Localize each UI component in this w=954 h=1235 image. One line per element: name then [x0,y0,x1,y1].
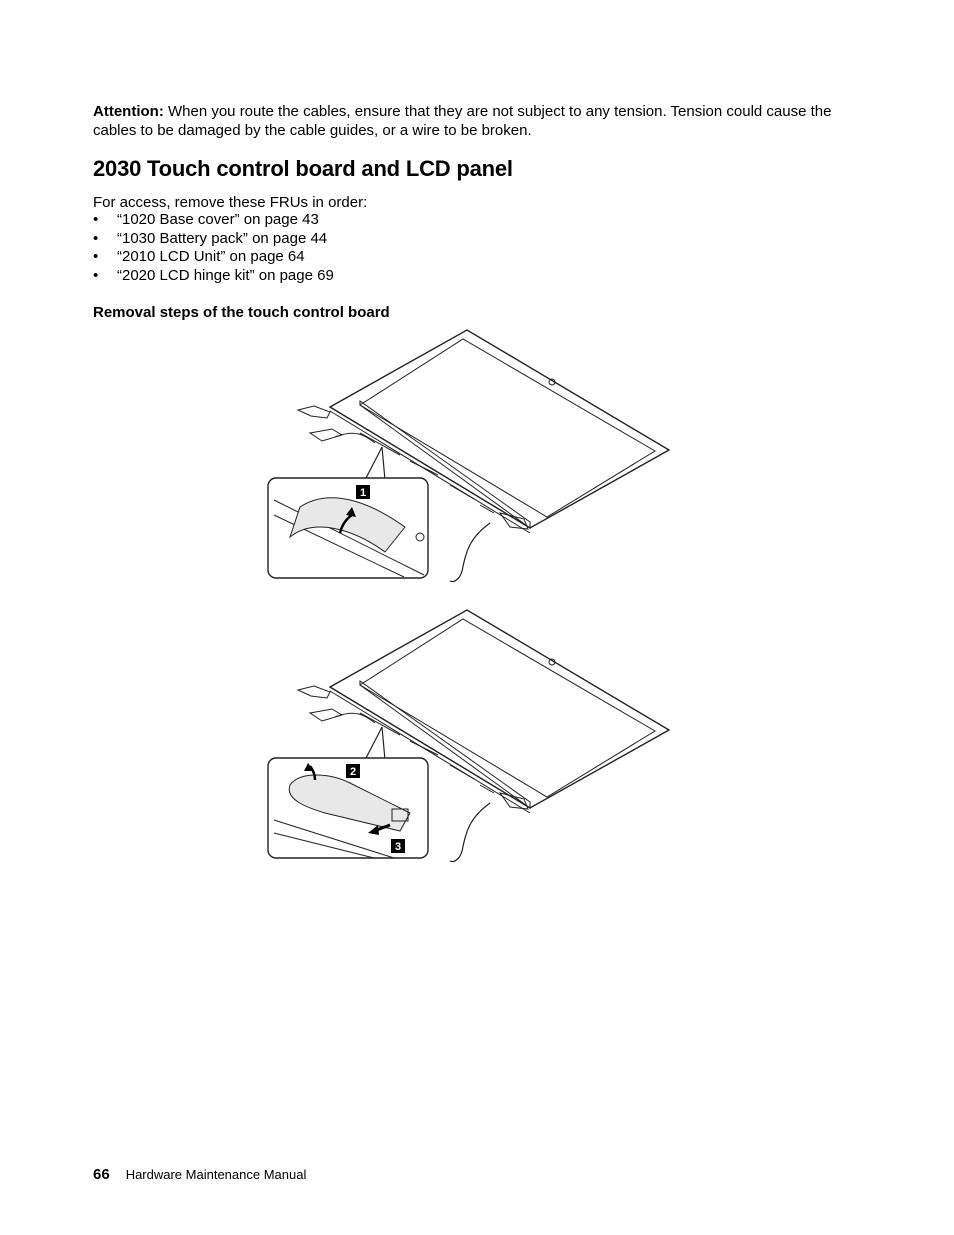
bullet-icon: • [93,267,99,285]
fru-list-item: • “2020 LCD hinge kit” on page 69 [93,267,334,286]
callout-marker-2 [346,764,360,778]
callout-marker-1 [356,485,370,499]
callout-marker-3 [391,839,405,853]
manual-title: Hardware Maintenance Manual [125,1167,307,1182]
callout-1-label: 1 [360,487,366,499]
fru-list-item: • “2010 LCD Unit” on page 64 [93,248,334,267]
fru-list: • “1020 Base cover” on page 43 • “1030 Bat… [93,211,334,286]
fru-list-item: • “1030 Battery pack” on page 44 [93,230,334,249]
bullet-icon: • [93,211,99,228]
fru-link[interactable]: “1030 Battery pack” on page 44 [117,229,328,247]
callout-3-label: 3 [395,841,401,853]
attention-text: When you route the cables, ensure that t… [93,103,832,139]
fru-link[interactable]: “1020 Base cover” on page 43 [117,211,319,228]
page-number: 66 [93,1166,110,1183]
attention-label: Attention: [93,103,164,120]
access-intro: For access, remove these FRUs in order: [93,194,368,211]
bullet-icon: • [93,229,99,247]
page-footer: 66 Hardware Maintenance Manual [93,1166,306,1183]
callout-2-label: 2 [350,766,356,778]
lcd-panel-illustration-step1: 1 [267,329,671,583]
fru-link[interactable]: “2010 LCD Unit” on page 64 [117,248,305,266]
section-title: 2030 Touch control board and LCD panel [93,156,513,181]
lcd-panel-drawing [296,329,671,583]
bullet-icon: • [93,248,99,266]
lcd-panel-illustration-step2: 2 3 [267,609,671,863]
callout-zoom-box-1 [267,446,429,579]
fru-list-item: • “1020 Base cover” on page 43 [93,211,334,230]
lcd-panel-drawing [296,609,671,863]
callout-zoom-box-2 [267,726,429,859]
removal-steps-heading: Removal steps of the touch control board [93,304,390,321]
fru-link[interactable]: “2020 LCD hinge kit” on page 69 [117,267,334,285]
attention-note: Attention: When you route the cables, en… [93,102,863,140]
